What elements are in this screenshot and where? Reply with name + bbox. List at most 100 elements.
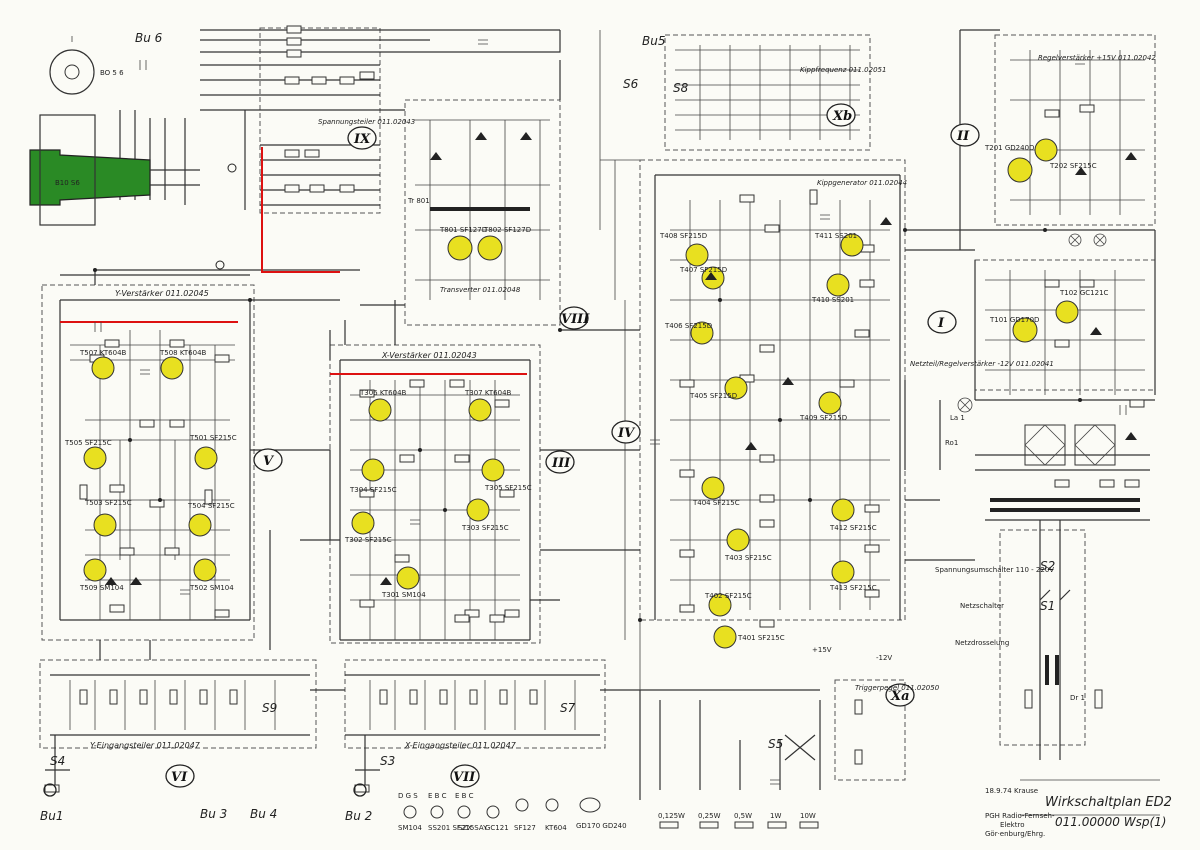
svg-text:T505 SF215C: T505 SF215C [64,439,112,447]
transistor-t410 [826,273,850,297]
crt-tube [29,114,200,226]
transistor-t409 [818,391,842,415]
svg-text:Netzdrosselung: Netzdrosselung [955,639,1009,647]
transistor-t202 [1034,138,1058,162]
svg-text:T305 SF215C: T305 SF215C [484,484,532,492]
y-amp-frame [41,284,255,641]
svg-text:X-Verstärker 011.02043: X-Verstärker 011.02043 [381,351,477,360]
transistor-t504 [188,513,212,537]
svg-text:III: III [551,456,571,471]
svg-text:IX: IX [353,132,371,147]
roman-labels: V III VI VII IX VIII IV Xb II I Xa [171,109,970,785]
svg-text:Bu 6: Bu 6 [135,31,163,45]
svg-text:1W: 1W [770,812,781,820]
svg-text:Spannungsumschalter 110 - 220V: Spannungsumschalter 110 - 220V [935,566,1054,574]
svg-text:0,5W: 0,5W [734,812,752,820]
transistor-t402 [708,593,732,617]
timebase-frame [664,34,871,151]
transistor-t302 [351,511,375,535]
watt-legend-labels: 0,125W 0,25W 0,5W 1W 10W [658,812,816,820]
svg-text:T102 GC121C: T102 GC121C [1059,289,1109,297]
transistor-t503 [93,513,117,537]
svg-text:KT604: KT604 [545,824,567,832]
transistor-t508 [160,356,184,380]
svg-text:Netzteil/Regelverstärker -12V: Netzteil/Regelverstärker -12V 011.02041 [910,360,1054,368]
svg-text:S9: S9 [262,701,277,715]
transformers [430,207,1140,685]
svg-text:VII: VII [453,770,476,785]
svg-text:Kippfrequenz 011.02051: Kippfrequenz 011.02051 [800,66,886,74]
svg-text:T302 SF215C: T302 SF215C [344,536,392,544]
svg-text:SM104: SM104 [398,824,422,832]
switch-s1 [1039,589,1071,601]
transistor-t305 [481,458,505,482]
svg-text:T303 SF215C: T303 SF215C [461,524,509,532]
highlighted-traces [60,147,527,375]
svg-text:BO 5 6: BO 5 6 [100,69,124,77]
svg-text:T509 SM104: T509 SM104 [79,584,124,592]
transistor-t404 [701,476,725,500]
transistor-t411 [840,233,864,257]
resistors [44,25,1145,793]
svg-text:T508 KT604B: T508 KT604B [159,349,207,357]
svg-text:T411 SS201: T411 SS201 [814,232,857,240]
transistor-t303 [466,498,490,522]
svg-text:S8: S8 [673,81,689,95]
svg-text:T406 SF215D: T406 SF215D [664,322,712,330]
svg-text:T307 KT604B: T307 KT604B [464,389,512,397]
svg-text:SF127: SF127 [514,824,536,832]
svg-text:S6: S6 [623,77,639,91]
svg-text:0,25W: 0,25W [698,812,721,820]
svg-text:IV: IV [617,426,636,441]
transistor-t405 [724,376,748,400]
type-legend-labels: D G S E B C E B C SM104 SS201 SF215 SZX … [398,792,627,832]
svg-text:S2: S2 [1040,559,1055,573]
svg-text:VI: VI [171,770,188,785]
svg-text:SZX SAY: SZX SAY [458,824,488,832]
pin-legend [403,797,601,819]
transistor-t102 [1055,300,1079,324]
svg-text:T403 SF215C: T403 SF215C [724,554,772,562]
y-input-frame [39,659,317,749]
svg-text:GC121: GC121 [485,824,509,832]
svg-text:Gör·enburg/Ehrg.: Gör·enburg/Ehrg. [985,830,1045,838]
svg-text:T405 SF215D: T405 SF215D [689,392,737,400]
transistor-t502 [193,558,217,582]
svg-text:Triggerpegel 011.02050: Triggerpegel 011.02050 [855,684,940,692]
svg-text:II: II [956,129,970,144]
svg-text:Bu 2: Bu 2 [345,809,372,823]
svg-text:E B C: E B C [455,792,474,800]
transistor-t801 [447,235,473,261]
switch-s5 [784,734,816,761]
module-bubbles [165,103,980,788]
svg-text:Xa: Xa [890,689,910,704]
svg-text:T409 SF215D: T409 SF215D [799,414,847,422]
module-titles: Y-Verstärker 011.02045 X-Verstärker 011.… [90,54,1156,750]
svg-text:T507 KT604B: T507 KT604B [79,349,127,357]
misc-labels: La 1 Ro1 Tr 801 Dr 1 -12V +15V [407,197,1085,702]
svg-text:T501 SF215C: T501 SF215C [189,434,237,442]
transistor-t307 [468,398,492,422]
svg-text:T201 GD240D: T201 GD240D [984,144,1034,152]
title-block: 18.9.74 Krause Wirkschaltplan ED2 PGH Ra… [985,787,1172,838]
transistor-t304 [361,458,385,482]
svg-text:T412 SF215C: T412 SF215C [829,524,877,532]
transistors [83,138,1079,649]
transistor-t412 [831,498,855,522]
svg-text:Spannungsteiler 011.02043: Spannungsteiler 011.02043 [318,118,415,126]
svg-text:18.9.74 Krause: 18.9.74 Krause [985,787,1038,795]
transistor-t406 [690,321,714,345]
svg-text:S1: S1 [1040,599,1055,613]
svg-text:0,125W: 0,125W [658,812,685,820]
svg-text:T306 KT604B: T306 KT604B [359,389,407,397]
net-amp-frame [974,259,1156,391]
lamps [957,233,1107,413]
x-input-frame [344,659,606,749]
svg-text:VIII: VIII [561,312,590,327]
svg-text:T304 SF215C: T304 SF215C [349,486,397,494]
svg-text:+15V: +15V [812,646,832,654]
svg-text:Bu5: Bu5 [642,34,665,48]
svg-text:La 1: La 1 [950,414,965,422]
